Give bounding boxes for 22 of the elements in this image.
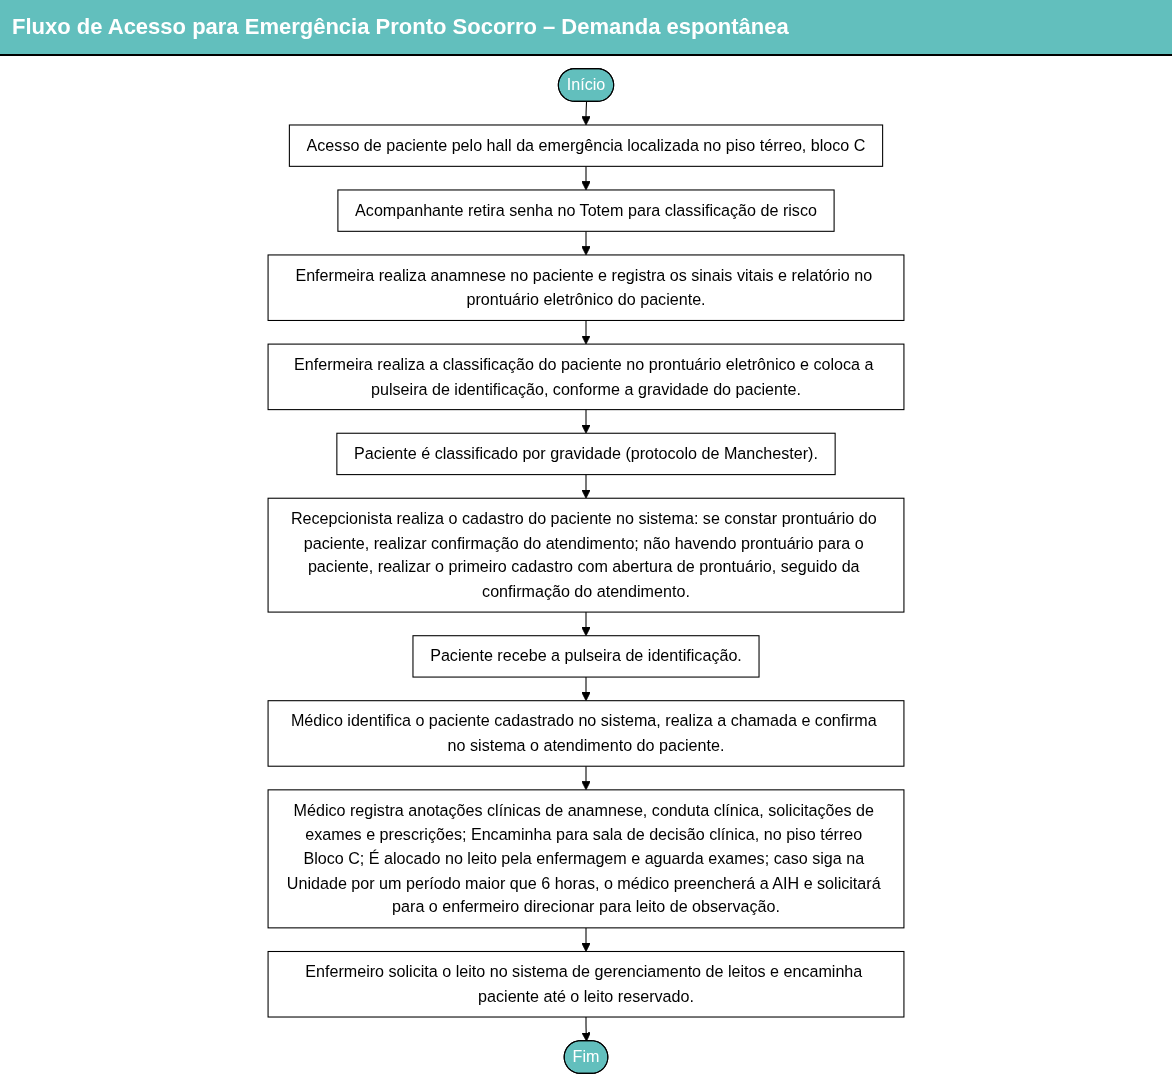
node-box: Médico registra anotações clínicas de anamnese, conduta clínica, solicitações de exames e prescrições; Encaminha para sala de decisão clínica, no piso térreo Bloco C; É alocado no leito pela enfermagem e aguarda exames; caso siga na Unidade por um período maior que 6 horas, o médico preencherá a AIH e solicitará para o enfermeiro direcionar para leito de observação. xyxy=(267,789,905,929)
node-box: Acesso de paciente pelo hall da emergência localizada no piso térreo, bloco C xyxy=(288,124,884,167)
node-box: Recepcionista realiza o cadastro do paciente no sistema: se constar prontuário do paciente, realizar confirmação do atendimento; não havendo prontuário para o paciente, realizar o primeiro cadastro com abertura de prontuário, seguido da confirmação do atendimento. xyxy=(267,497,905,613)
diagram-title: Fluxo de Acesso para Emergência Pronto Socorro – Demanda espontânea xyxy=(0,0,1172,56)
arrow xyxy=(581,676,591,702)
node-box: Enfermeiro solicita o leito no sistema de gerenciamento de leitos e encaminha paciente até o leito reservado. xyxy=(267,950,905,1018)
node-box: Acompanhante retira senha no Totem para classificação de risco xyxy=(337,189,835,232)
arrow xyxy=(581,319,591,345)
arrow xyxy=(581,927,591,952)
arrow xyxy=(581,765,591,791)
node-box: Médico identifica o paciente cadastrado no sistema, realiza a chamada e confirma no sistema o atendimento do paciente. xyxy=(267,700,905,767)
arrow xyxy=(581,101,591,126)
arrow xyxy=(581,230,591,256)
node-box: Enfermeira realiza anamnese no paciente e registra os sinais vitais e relatório no prontuário eletrônico do paciente. xyxy=(267,254,905,321)
arrow xyxy=(581,165,591,191)
arrow xyxy=(581,409,591,434)
node-box: Paciente é classificado por gravidade (protocolo de Manchester). xyxy=(336,432,836,476)
node-box: Paciente recebe a pulseira de identificação. xyxy=(412,635,760,678)
arrow xyxy=(581,1016,591,1042)
arrow xyxy=(581,611,591,637)
node-box: Enfermeira realiza a classificação do paciente no prontuário eletrônico e coloca a pulseira de identificação, conforme a gravidade do paciente. xyxy=(267,343,905,411)
arrow xyxy=(581,474,591,499)
